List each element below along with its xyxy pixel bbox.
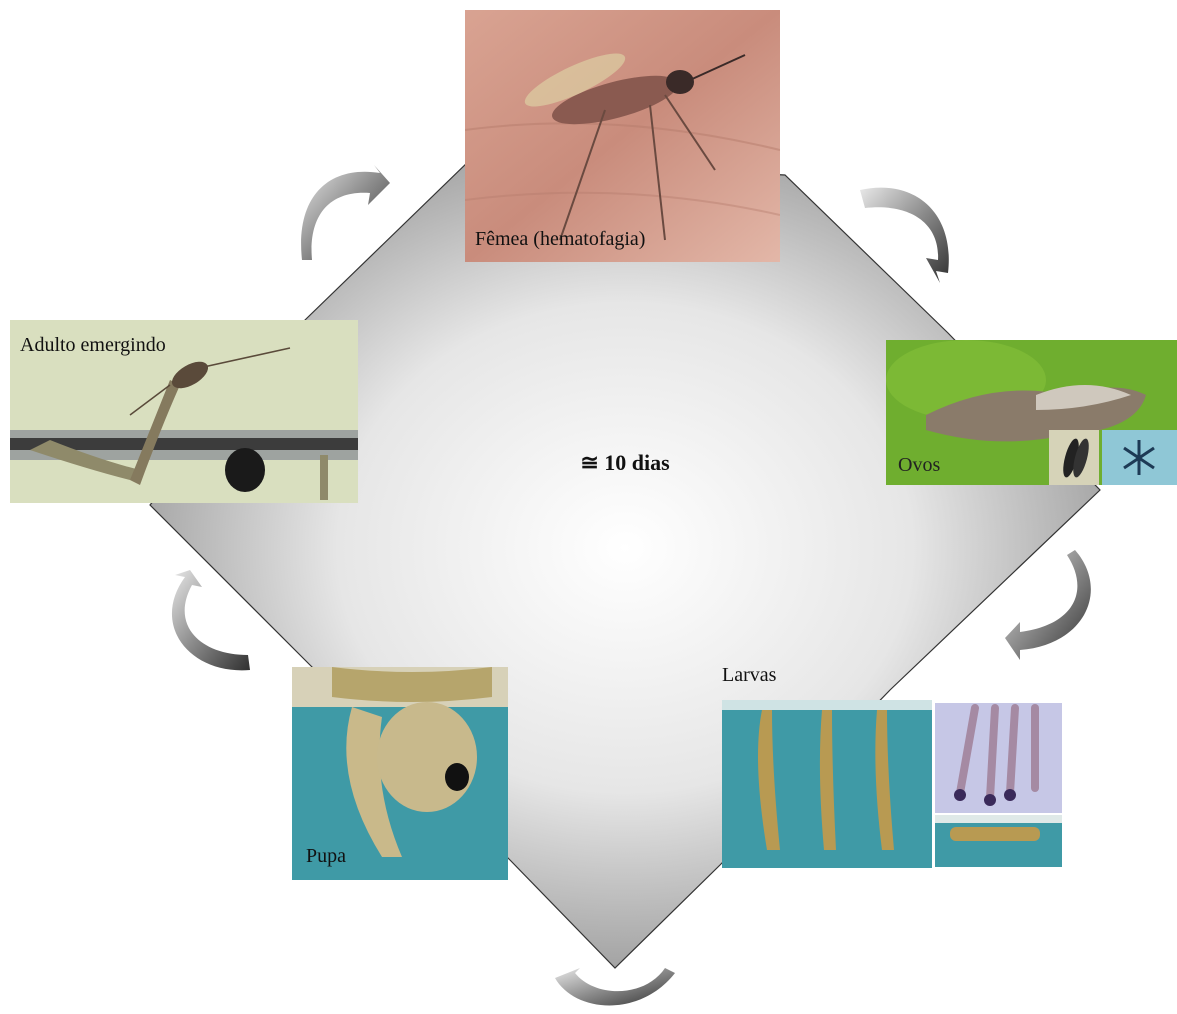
label-pupa: Pupa (306, 845, 346, 868)
photo-larva-horizontal (935, 815, 1062, 867)
photo-eggs: Ovos (886, 340, 1177, 485)
photo-larvae-closeup (935, 703, 1062, 813)
arrow-top-left (301, 165, 390, 260)
label-femea: Fêmea (hematofagia) (475, 228, 645, 251)
female-mosquito-image (465, 10, 780, 262)
larva-horizontal-image (935, 815, 1062, 867)
larvae-closeup-image (935, 703, 1062, 813)
label-larvas: Larvas (722, 664, 776, 687)
arrow-bottom (555, 968, 675, 1006)
cycle-duration-label: ≅ 10 dias (540, 450, 710, 476)
photo-adult-emerging: Adulto emergindo (10, 320, 358, 503)
larvae-water-image (722, 700, 932, 868)
photo-pupa: Pupa (292, 667, 508, 880)
photo-larvae-water (722, 700, 932, 868)
label-ovos: Ovos (898, 454, 940, 477)
label-adulto: Adulto emergindo (20, 334, 166, 357)
photo-female-mosquito: Fêmea (hematofagia) (465, 10, 780, 262)
